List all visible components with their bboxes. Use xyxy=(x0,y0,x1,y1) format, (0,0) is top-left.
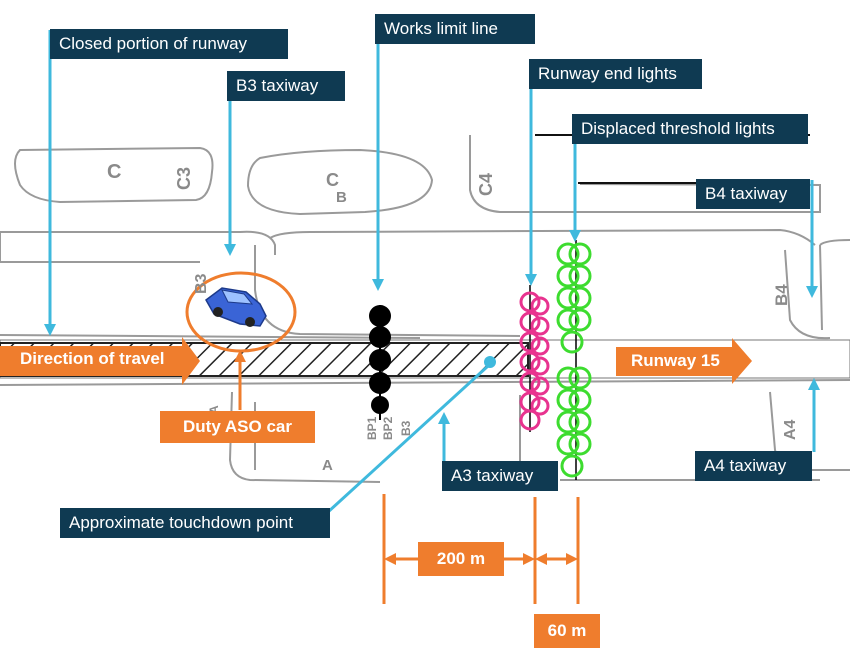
label-runway-15: Runway 15 xyxy=(631,351,720,370)
runway-upper-edge xyxy=(0,334,421,339)
mark-a-left: A xyxy=(207,405,221,414)
label-direction-of-travel: Direction of travel xyxy=(20,349,165,368)
apron-c-outline xyxy=(14,146,214,204)
upper-shoulder xyxy=(254,245,521,337)
upper-taxiway-outline-2 xyxy=(269,228,816,246)
box-200m-bg xyxy=(418,542,504,576)
touchdown-marker xyxy=(484,356,496,368)
threshold-lights xyxy=(556,240,592,480)
mark-b3-bottom: B3 xyxy=(399,420,413,436)
label-b4-taxiway: B4 taxiway xyxy=(696,179,810,209)
apron-c4-outline xyxy=(469,135,821,213)
right-apron-outline xyxy=(819,239,850,331)
mark-c4: C4 xyxy=(476,173,496,196)
label-closed-portion: Closed portion of runway xyxy=(50,29,288,59)
label-displaced-threshold: Displaced threshold lights xyxy=(572,114,808,144)
mark-a: A xyxy=(322,457,333,474)
label-a3-taxiway: A3 taxiway xyxy=(442,461,558,491)
label-60m: 60 m xyxy=(534,614,600,648)
mark-c-center: C xyxy=(326,170,339,190)
upper-taxiway-outline xyxy=(0,230,276,255)
b4-apron-outline xyxy=(784,249,831,340)
upper-left-outline xyxy=(0,232,200,263)
label-touchdown-point: Approximate touchdown point xyxy=(60,508,330,538)
runway-end-lights xyxy=(519,285,550,432)
leader-touchdown xyxy=(326,364,490,514)
label-runway-end-lights: Runway end lights xyxy=(529,59,702,89)
direction-arrow xyxy=(0,337,200,385)
apron-cb-outline xyxy=(246,148,434,216)
runway-lower-edge xyxy=(0,379,850,386)
mark-c3: C3 xyxy=(174,167,194,190)
mark-bp1: BP1 xyxy=(365,416,379,440)
label-a4-taxiway: A4 taxiway xyxy=(695,451,812,481)
mark-bp2: BP2 xyxy=(381,416,395,440)
label-b3-taxiway: B3 taxiway xyxy=(227,71,345,101)
label-works-limit: Works limit line xyxy=(375,14,535,44)
works-limit-dots xyxy=(369,305,391,420)
label-duty-aso-car: Duty ASO car xyxy=(160,411,315,443)
lower-taxiway-outline xyxy=(228,391,381,483)
mark-b-center: B xyxy=(336,189,347,206)
label-200m: 200 m xyxy=(436,549,486,568)
mark-c-upper-left: C xyxy=(107,161,121,183)
mark-a4: A4 xyxy=(782,419,799,440)
mark-b3: B3 xyxy=(193,273,210,294)
mark-b4: B4 xyxy=(772,284,791,306)
car-icon xyxy=(205,287,267,327)
runway-15-arrow xyxy=(616,338,752,384)
